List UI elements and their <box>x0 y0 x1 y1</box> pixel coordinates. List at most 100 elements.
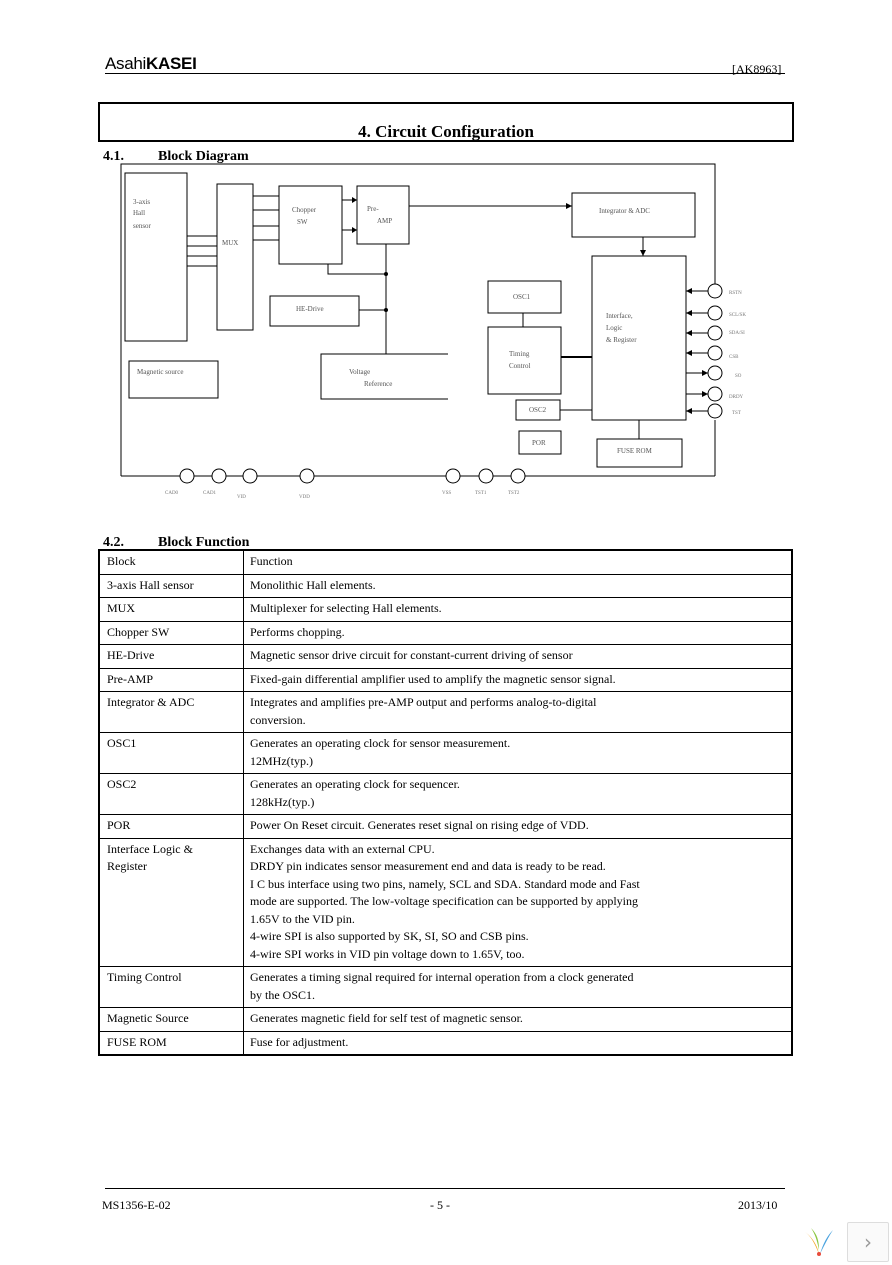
function-cell: Performs chopping. <box>243 620 793 645</box>
function-cell: Multiplexer for selecting Hall elements. <box>243 597 793 622</box>
page-number: - 5 - <box>430 1198 450 1212</box>
block-name: Register <box>107 859 147 873</box>
subsection-heading-block-diagram: 4.1.Block Diagram <box>103 149 249 164</box>
block-name: Pre-AMP <box>107 671 154 686</box>
function-text: Fixed-gain differential amplifier used t… <box>250 671 616 686</box>
function-cell: Integrates and amplifies pre-AMP output … <box>243 691 793 733</box>
pin-so: SO <box>735 374 742 379</box>
label-preamp: Pre- <box>367 205 379 213</box>
table-row: Interface Logic & Register Exchanges data … <box>98 837 793 967</box>
function-text: Multiplexer for selecting Hall elements. <box>250 601 442 615</box>
pin-vss: VSS <box>442 491 451 496</box>
footer-rule <box>105 1188 785 1189</box>
label-timing: Timing <box>509 350 530 358</box>
function-text: Fuse for adjustment. <box>250 1034 349 1049</box>
table-row: MUX Multiplexer for selecting Hall elemen… <box>98 597 793 622</box>
block-name: FUSE ROM <box>107 1034 167 1049</box>
function-text: mode are supported. The low-voltage spec… <box>250 894 638 908</box>
function-text: conversion. <box>250 712 306 727</box>
function-cell: Generates an operating clock for sequenc… <box>243 773 793 815</box>
label-hall-sensor-3: sensor <box>133 222 152 230</box>
table-header-function: Function <box>243 549 793 575</box>
pin-tst1: TST1 <box>475 491 487 496</box>
table-row: POR Power On Reset circuit. Generates res… <box>98 814 793 839</box>
label-interface-3: & Register <box>606 336 637 344</box>
function-cell: Monolithic Hall elements. <box>243 573 793 598</box>
block-name-cell: FUSE ROM <box>98 1030 244 1056</box>
table-row: Pre-AMP Fixed-gain differential amplifier… <box>98 667 793 692</box>
pin-sda: SDA/SI <box>729 331 745 336</box>
function-text: Generates an operating clock for sequenc… <box>250 777 460 791</box>
block-name-cell: Chopper SW <box>98 620 244 645</box>
next-page-button[interactable]: › <box>847 1222 889 1262</box>
table-row: FUSE ROM Fuse for adjustment. <box>98 1030 793 1056</box>
function-cell: Generates an operating clock for sensor … <box>243 732 793 774</box>
label-chopper-2: SW <box>297 218 308 226</box>
pin-cad0: CAD0 <box>165 491 179 496</box>
label-hall-sensor: 3-axis <box>133 198 150 206</box>
function-cell: Generates magnetic field for self test o… <box>243 1007 793 1032</box>
pin-tst2: TST2 <box>508 491 520 496</box>
block-name: Chopper SW <box>107 624 170 639</box>
table-row: Magnetic Source Generates magnetic field … <box>98 1007 793 1032</box>
block-name-cell: Integrator & ADC <box>98 691 244 733</box>
label-voltage-ref-2: Reference <box>364 380 392 388</box>
part-number: [AK8963] <box>732 62 782 76</box>
viewer-logo-icon[interactable] <box>797 1222 841 1260</box>
function-cell: Magnetic sensor drive circuit for consta… <box>243 644 793 669</box>
label-timing-2: Control <box>509 362 530 370</box>
block-name: Integrator & ADC <box>107 695 195 709</box>
function-text: Generates an operating clock for sensor … <box>250 736 511 750</box>
label-integrator: Integrator & ADC <box>599 207 650 215</box>
label-osc1: OSC1 <box>513 293 531 301</box>
function-text: Generates magnetic field for self test o… <box>250 1011 523 1025</box>
table-row: Integrator & ADC Integrates and amplifies… <box>98 691 793 733</box>
table-row: OSC1 Generates an operating clock for sen… <box>98 732 793 774</box>
function-text: I C bus interface using two pins, namely… <box>250 876 640 891</box>
block-name-cell: POR <box>98 814 244 839</box>
function-text: Exchanges data with an external CPU. <box>250 841 435 856</box>
label-hall-sensor-2: Hall <box>133 209 145 217</box>
function-text: 12MHz(typ.) <box>250 753 313 768</box>
block-name-cell: HE-Drive <box>98 644 244 669</box>
label-chopper: Chopper <box>292 206 317 214</box>
block-name-cell: MUX <box>98 597 244 622</box>
function-text: Integrates and amplifies pre-AMP output … <box>250 695 597 709</box>
block-name-cell: Magnetic Source <box>98 1007 244 1032</box>
block-name: POR <box>107 818 131 832</box>
section-title: 4. Circuit Configuration <box>358 122 534 141</box>
pin-scl: SCL/SK <box>729 313 746 318</box>
function-cell: Fixed-gain differential amplifier used t… <box>243 667 793 692</box>
company-logo: AsahiKASEI <box>105 54 197 73</box>
label-por: POR <box>532 439 546 447</box>
block-name: OSC2 <box>107 777 137 791</box>
document-date: 2013/10 <box>738 1198 778 1212</box>
function-text: Monolithic Hall elements. <box>250 577 376 592</box>
function-text: 4-wire SPI is also supported by SK, SI, … <box>250 929 529 943</box>
function-text: 128kHz(typ.) <box>250 794 315 809</box>
pin-tst: TST <box>732 411 741 416</box>
header-rule <box>105 73 785 74</box>
function-cell: Power On Reset circuit. Generates reset … <box>243 814 793 839</box>
block-name-cell: OSC1 <box>98 732 244 774</box>
block-name: Magnetic Source <box>107 1011 189 1025</box>
function-cell: Exchanges data with an external CPU.DRDY… <box>243 837 793 967</box>
block-name-cell: OSC2 <box>98 773 244 815</box>
label-he-drive: HE-Drive <box>296 305 324 313</box>
label-mux: MUX <box>222 239 238 247</box>
label-mag-source: Magnetic source <box>137 368 183 376</box>
pin-csb: CSB <box>729 355 739 360</box>
block-name: Interface Logic & <box>107 841 193 856</box>
table-header-block: Block <box>98 549 244 575</box>
label-voltage-ref: Voltage <box>349 368 370 376</box>
table-row: Chopper SW Performs chopping. <box>98 620 793 645</box>
function-text: 1.65V to the VID pin. <box>250 911 355 926</box>
block-name-cell: Pre-AMP <box>98 667 244 692</box>
pin-drdy: DRDY <box>729 395 744 400</box>
block-name: OSC1 <box>107 736 137 750</box>
block-name-cell: Interface Logic & Register <box>98 837 244 967</box>
